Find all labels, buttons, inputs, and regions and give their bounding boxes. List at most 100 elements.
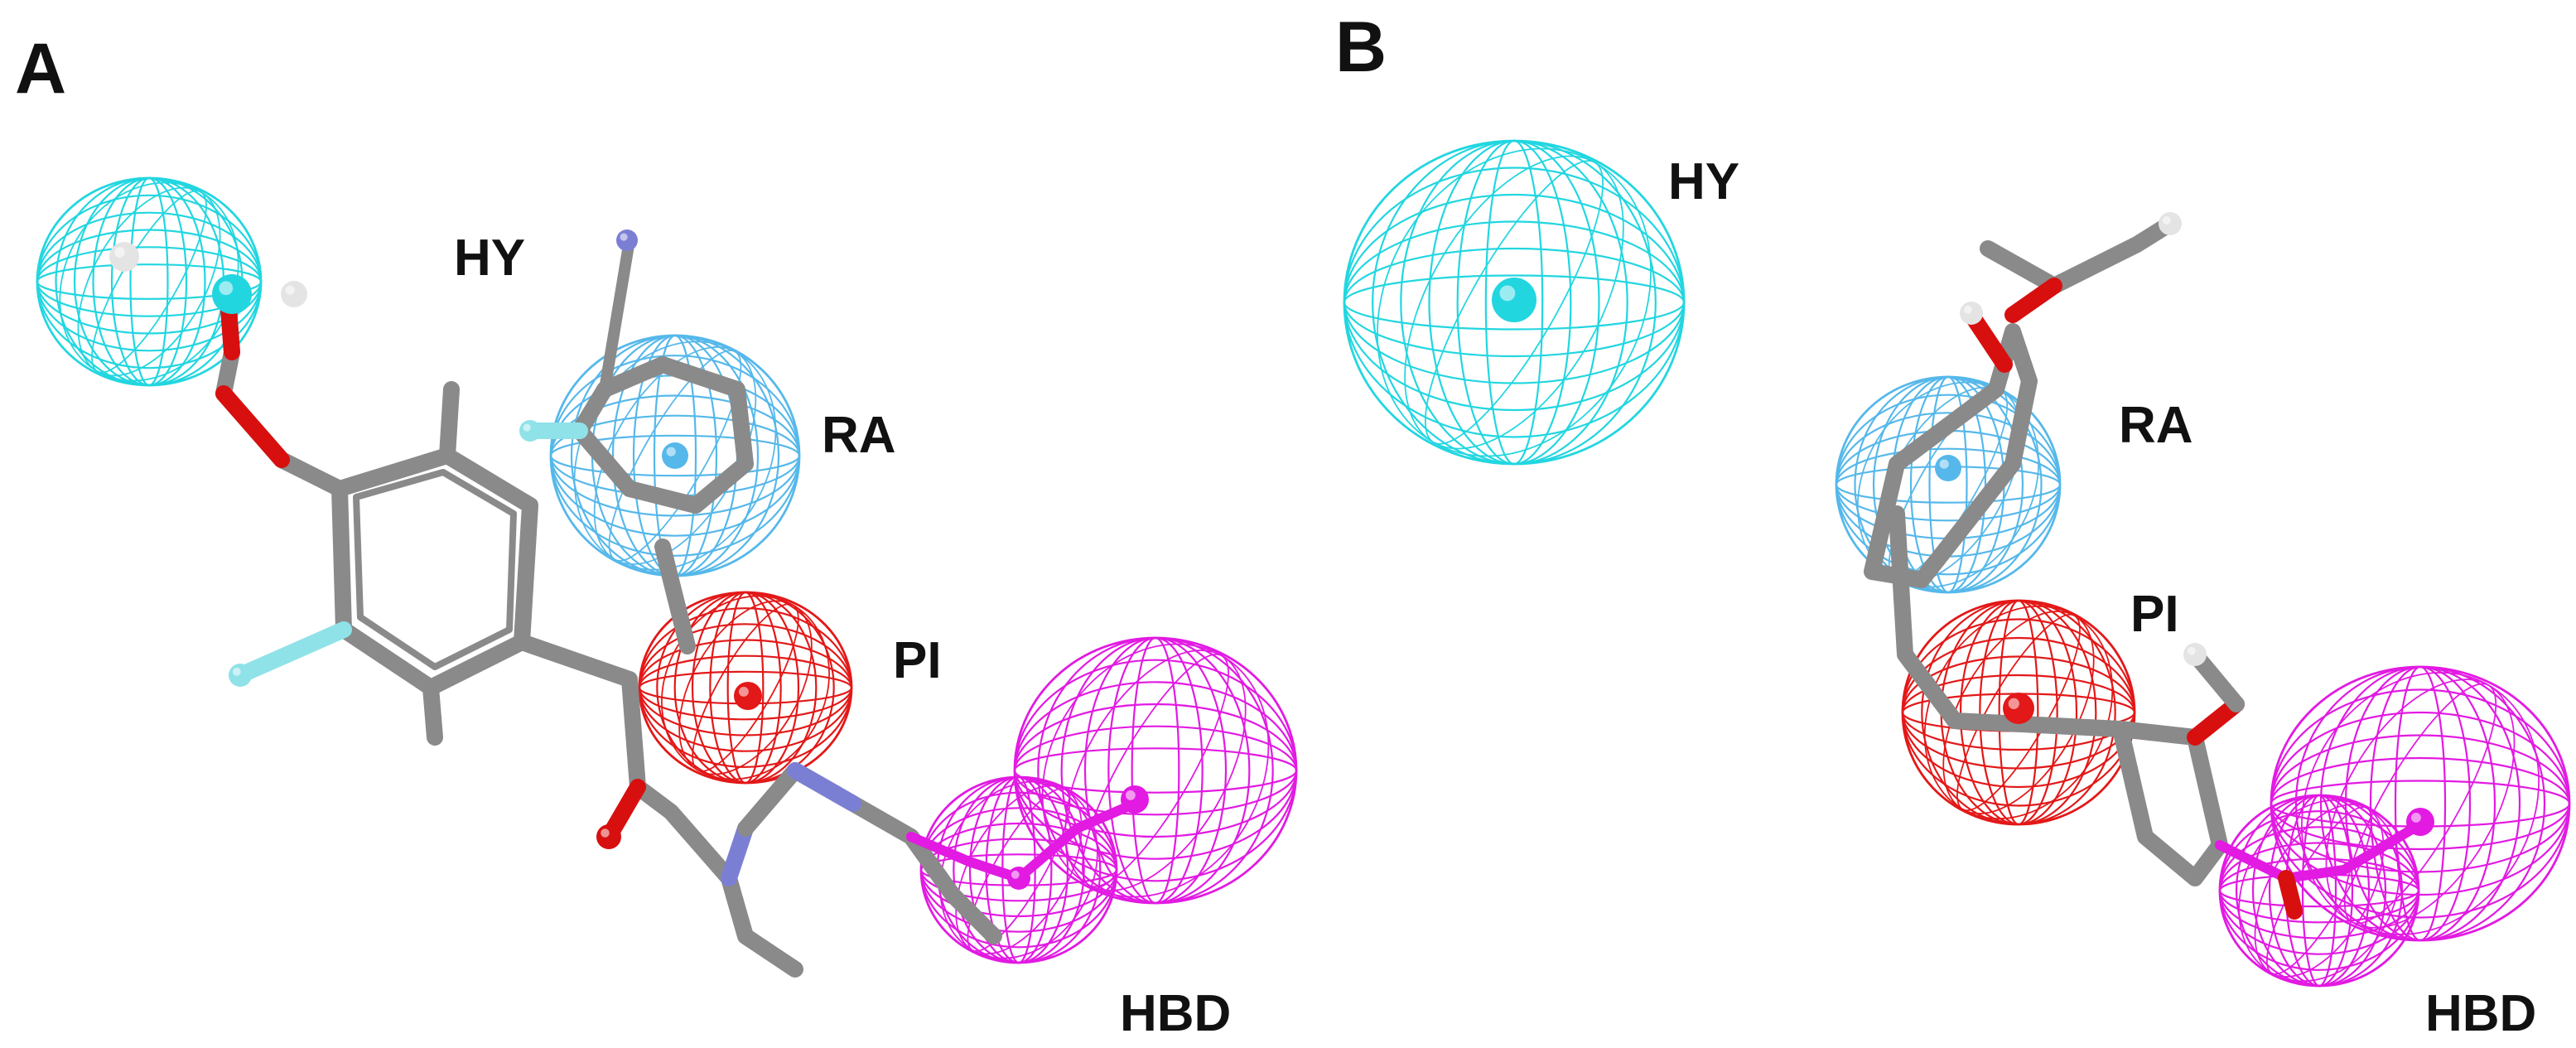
panel-a-hbd-projection-point-highlight	[1125, 790, 1136, 800]
panel-a-pi-sphere-meridian-tilted	[692, 603, 799, 772]
panel-a-hy-sphere-meridian	[73, 176, 225, 387]
panel-a-hbd-donor-atom-highlight	[1011, 870, 1020, 879]
panel-b-hbd-sphere-large	[2270, 665, 2571, 942]
panel-a-n-bond	[787, 762, 861, 812]
panel-a-hbd-sphere-large-meridian-tilted	[1064, 650, 1247, 891]
panel-b-hydrogen-atom-highlight	[1963, 305, 1972, 314]
panel-a-hy-label: HY	[454, 229, 525, 287]
panel-a-nitrile-n-atom-highlight	[620, 233, 628, 241]
panel-a-link-ring	[654, 538, 696, 654]
panel-b-donor-o	[2278, 870, 2303, 920]
panel-b-pi-label: PI	[2130, 586, 2179, 643]
panel-a-hbd-sphere-large-meridian	[1131, 636, 1180, 905]
panel-a-ra-sphere-parallel	[549, 434, 801, 477]
panel-b-hydrogen-atom	[2183, 643, 2207, 666]
panel-b-ra-centroid	[1935, 455, 1961, 481]
panel-b-furan-o	[2187, 696, 2245, 746]
panel-a-hbd-sphere-large	[1013, 636, 1298, 905]
panel-b-hbd-sphere-large-meridian	[2319, 665, 2521, 942]
panel-b-hy-centroid	[1492, 278, 1536, 322]
panel-a-pi-centroid-highlight	[738, 686, 749, 697]
molecule-bonds	[215, 215, 2425, 978]
panel-a-ra-label: RA	[822, 407, 896, 464]
panel-a-hy-sphere-meridian	[129, 176, 169, 387]
panel-a-hydrogen-atom-highlight	[114, 247, 125, 258]
panel-a-benzene-inner	[353, 469, 517, 670]
panel-b-ra-sphere-meridian-tilted	[1856, 381, 2040, 588]
panel-a-hy-sphere-meridian	[55, 176, 244, 387]
panel-b-hydrogen-atom	[1960, 302, 1983, 325]
panel-b-label: B	[1335, 7, 1387, 87]
panel-a-backbone	[514, 634, 803, 978]
panel-a-nitrile-n-atom	[616, 229, 638, 251]
panel-a-nitrile	[599, 234, 635, 395]
panel-b-hy-label: HY	[1668, 153, 1739, 210]
panel-b-methoxy	[1980, 215, 2178, 294]
panel-b-hy-sphere-parallel	[1343, 274, 1686, 331]
molecule-atoms	[109, 212, 2434, 890]
panel-a-amide-n	[721, 820, 754, 886]
panel-a-label: A	[15, 29, 66, 109]
panel-b-pi-centroid	[2003, 693, 2034, 724]
panel-a-carbonyl-o-atom	[596, 824, 621, 849]
panel-a-hy-carbon-atom-highlight	[219, 281, 234, 296]
panel-a-pi-sphere	[638, 591, 853, 785]
panel-a-pi-centroid	[734, 682, 762, 710]
panel-b-hy-sphere-meridian-tilted	[1424, 160, 1604, 445]
panel-a-hbd-donor-atom	[1007, 867, 1030, 890]
panel-a-hbd-sphere-large-meridian-tilted	[1082, 653, 1229, 888]
panel-a-f-atom	[229, 664, 252, 687]
panel-b-ra-sphere-meridian	[1928, 375, 1968, 594]
panel-a-f2-atom-highlight	[523, 423, 531, 432]
panel-a-fluorophenyl	[572, 356, 754, 514]
panel-a-hbd-sphere-large-meridian	[1107, 636, 1204, 905]
panel-a-hbd-sphere-large-parallel	[1013, 725, 1298, 816]
panel-b-hbd-projection-point	[2406, 808, 2434, 836]
panel-a-ra-centroid-highlight	[666, 447, 676, 456]
panel-b-pi-centroid-highlight	[2008, 698, 2019, 709]
panel-b-ra-sphere-parallel	[1835, 429, 2062, 540]
panel-a-hbd-sphere-large-meridian	[1060, 636, 1251, 905]
panel-a-f-atom-highlight	[232, 667, 241, 676]
panel-a-hy-sphere-meridian	[92, 176, 206, 387]
panel-b-o-bond	[2004, 278, 2062, 323]
panel-a-f2-atom	[519, 420, 541, 442]
panel-a-piperidine-link	[737, 762, 1002, 944]
panel-a-f-bond	[232, 621, 352, 683]
panel-b-hydrogen-atom	[2159, 212, 2182, 235]
panel-b-hbd-sphere-small-meridian	[2301, 794, 2337, 988]
panel-b-hbd-sphere-large-meridian	[2394, 665, 2447, 942]
panel-b-backbone	[1889, 505, 2228, 886]
panel-b-hbd-projection-point-highlight	[2410, 812, 2421, 823]
panel-b-hbd-sphere-large-meridian-tilted	[2343, 683, 2497, 925]
panel-a-o-bond-2	[215, 385, 290, 468]
panel-a-ra-sphere-meridian-tilted	[608, 350, 742, 562]
panel-b-ra-sphere	[1835, 375, 2062, 594]
panel-a-carbonyl-o-atom-highlight	[601, 828, 610, 838]
panel-a-hbd-sphere-large-outline	[1013, 636, 1298, 905]
panel-a-hbd-sphere-large-meridian-tilted	[1041, 643, 1270, 898]
panel-a-hbd-sphere-large-meridian	[1037, 636, 1274, 905]
panel-a-hbd-sphere-small-meridian-tilted	[967, 788, 1071, 952]
panel-a-hbd-sphere-large-parallel	[1013, 703, 1298, 838]
panel-a-hbd-sphere-large-parallel	[1013, 681, 1298, 860]
panel-a-pi-sphere-meridian	[726, 591, 765, 785]
panel-b-pi-sphere-meridian	[1998, 599, 2039, 826]
panel-b-hydrogen-atom-highlight	[2162, 215, 2171, 225]
panel-b-hbd-label: HBD	[2425, 985, 2536, 1042]
panel-a-hydrogen-atom	[109, 242, 139, 272]
panel-a-hydrogen-atom	[281, 281, 307, 307]
panel-a-hbd-sphere-large-parallel	[1013, 747, 1298, 794]
panel-b-hy-centroid-highlight	[1499, 285, 1516, 302]
panel-b-ra-label: RA	[2119, 397, 2193, 454]
panel-a-hbd-projection-point	[1121, 785, 1149, 814]
panel-a-hydrogen-atom-highlight	[285, 285, 295, 295]
panel-b-hbd-sphere-large-meridian-tilted	[2325, 679, 2516, 929]
panel-b-hy-sphere-meridian	[1484, 139, 1544, 466]
panel-a-hy-sphere-parallel	[36, 263, 263, 300]
panel-a-hbd-label: HBD	[1120, 985, 1231, 1042]
panel-a-ra-centroid	[662, 442, 688, 469]
panel-b-hydrogen-atom-highlight	[2187, 646, 2196, 655]
panel-a-hy-sphere-meridian	[110, 176, 188, 387]
